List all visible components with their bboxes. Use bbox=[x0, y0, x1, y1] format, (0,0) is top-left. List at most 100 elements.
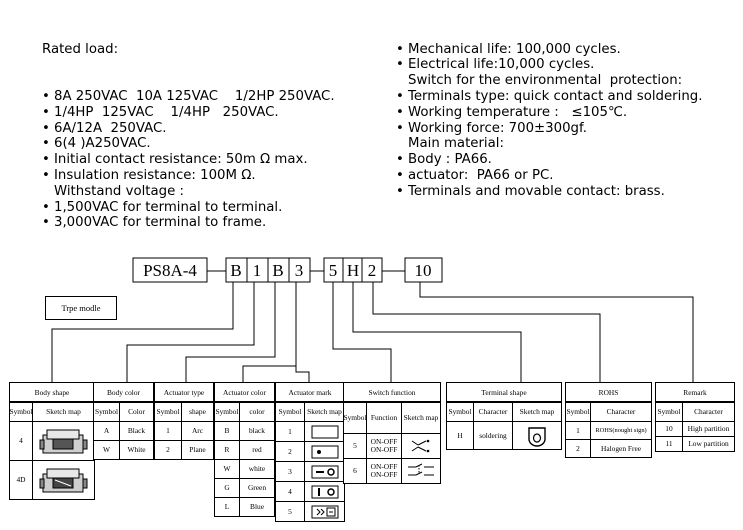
header-symbol: Symbol bbox=[156, 407, 180, 416]
spec-line: 3,000VAC for terminal to frame. bbox=[42, 215, 335, 231]
code-terminal-shape: 2 bbox=[368, 261, 377, 280]
symbol-cell: B bbox=[224, 426, 230, 435]
value-cell: High partition bbox=[682, 422, 734, 436]
table-row: W White bbox=[94, 440, 153, 459]
spec-line: 1/4HP 125VAC 1/4HP 250VAC. bbox=[42, 105, 335, 121]
symbol-cell: L bbox=[224, 502, 230, 511]
code-body-shape: B bbox=[230, 261, 241, 280]
table-row: 3 bbox=[276, 461, 344, 481]
symbol-cell: 4D bbox=[16, 475, 26, 484]
table-row: 4 bbox=[10, 421, 94, 460]
spec-right: Mechanical life: 100,000 cycles.Electric… bbox=[396, 10, 702, 199]
function-cell: ON-OFF ON-OFF bbox=[366, 434, 401, 458]
table-title: Body shape bbox=[10, 383, 94, 402]
code-box-function-group bbox=[323, 257, 383, 283]
spec-line: Body : PA66. bbox=[396, 152, 702, 168]
table-row: 5 bbox=[276, 501, 344, 521]
spec-left: Rated load: 8A 250VAC 10A 125VAC 1/2HP 2… bbox=[42, 10, 335, 231]
character-cell: soldering bbox=[473, 422, 512, 449]
table-rohs: ROHS Symbol Character 1 ROHS(nought sign… bbox=[565, 382, 652, 458]
spec-line: Electrical life:10,000 cycles. bbox=[396, 57, 702, 73]
solder-terminal-icon bbox=[512, 422, 561, 449]
table-row: 1 ROHS(nought sign) bbox=[566, 421, 651, 439]
spec-line: 6A/12A 250VAC. bbox=[42, 121, 335, 137]
header-character: Character bbox=[590, 403, 651, 421]
symbol-cell: H bbox=[457, 430, 463, 440]
symbol-cell: 1 bbox=[166, 426, 170, 435]
dot-mark-icon bbox=[304, 442, 344, 461]
code-model: PS8A-4 bbox=[143, 261, 197, 280]
code-actuator-color: 3 bbox=[295, 261, 304, 280]
header-sketch-map: Sketch map bbox=[512, 403, 561, 421]
table-row: 6 ON-OFF ON-OFF bbox=[344, 458, 440, 483]
header-symbol: Symbol bbox=[566, 407, 590, 416]
table-row: W white bbox=[215, 459, 274, 478]
code-box-model bbox=[132, 257, 208, 283]
symbol-cell: 1 bbox=[576, 425, 580, 435]
spec-line: Main material: bbox=[408, 136, 504, 152]
table-row: 11 Low partition bbox=[656, 436, 734, 451]
blank-mark-icon bbox=[304, 422, 344, 441]
dpdt-switch-icon bbox=[401, 459, 440, 483]
symbol-cell: 2 bbox=[166, 445, 170, 454]
table-row: 2 Halogen Free bbox=[566, 439, 651, 457]
symbol-cell: 11 bbox=[665, 439, 673, 448]
leader-lines bbox=[51, 270, 694, 382]
header-sketch-map: Sketch map bbox=[32, 403, 94, 421]
symbol-cell: 3 bbox=[288, 466, 292, 476]
table-title: Terminal shape bbox=[447, 383, 561, 402]
header-sketch-map: Sketch map bbox=[401, 403, 440, 433]
value-cell: black bbox=[239, 422, 274, 440]
symbol-cell: G bbox=[224, 483, 230, 492]
code-actuator-mark: 5 bbox=[329, 261, 338, 280]
order-code: PS8A-4 B 1 B 3 5 H 2 10 bbox=[132, 257, 443, 283]
table-row: 2 bbox=[276, 441, 344, 461]
table-title: Remark bbox=[656, 383, 734, 402]
value-cell: Low partition bbox=[682, 437, 734, 451]
header-function: Function bbox=[366, 403, 401, 433]
header-symbol: Symbol bbox=[448, 407, 472, 416]
spec-line: Switch for the environmental protection: bbox=[408, 73, 683, 89]
code-body-color: 1 bbox=[253, 261, 262, 280]
code-actuator-type: B bbox=[272, 261, 283, 280]
spec-line: 1,500VAC for terminal to terminal. bbox=[42, 200, 335, 216]
symbol-cell: 2 bbox=[288, 446, 292, 456]
table-row: A Black bbox=[94, 421, 153, 440]
header-character: Character bbox=[682, 403, 734, 421]
table-title: Switch function bbox=[344, 383, 440, 402]
table-row: 4D bbox=[10, 460, 94, 499]
table-actuator-type: Actuator type Symbol shape 1 Arc 2 Plane bbox=[154, 382, 214, 460]
table-actuator-color: Actuator color Symbol color B black R re… bbox=[214, 382, 275, 517]
header-symbol: Symbol bbox=[215, 407, 239, 416]
spec-heading: Rated load: bbox=[42, 41, 119, 57]
table-row: R red bbox=[215, 440, 274, 459]
value-cell: Halogen Free bbox=[590, 440, 651, 457]
value-cell: red bbox=[239, 441, 274, 459]
table-row: L Blue bbox=[215, 497, 274, 516]
header-symbol: Symbol bbox=[95, 407, 118, 416]
symbol-cell: 4 bbox=[288, 486, 292, 496]
table-row: 5 ON-OFF ON-OFF bbox=[344, 433, 440, 458]
spec-line: 8A 250VAC 10A 125VAC 1/2HP 250VAC. bbox=[42, 89, 335, 105]
table-row: H soldering bbox=[447, 421, 561, 449]
symbol-cell: 2 bbox=[576, 443, 580, 453]
table-remark: Remark Symbol Character 10 High partitio… bbox=[655, 382, 735, 452]
table-body-color: Body color Symbol Color A Black W White bbox=[93, 382, 154, 460]
spec-line: Withstand voltage : bbox=[54, 183, 184, 199]
header-symbol: Symbol bbox=[657, 407, 681, 416]
value-cell: Plane bbox=[181, 441, 213, 459]
table-title: Actuator mark bbox=[276, 383, 344, 402]
header-shape: shape bbox=[181, 403, 213, 421]
table-row: 1 Arc bbox=[155, 421, 213, 440]
value-cell: ROHS(nought sign) bbox=[590, 422, 651, 439]
header-symbol: Symbol bbox=[344, 413, 366, 422]
symbol-mark-icon bbox=[304, 502, 344, 521]
symbol-cell: 4 bbox=[19, 436, 23, 445]
code-rohs: 10 bbox=[415, 261, 432, 280]
line-circle-mark-icon bbox=[304, 462, 344, 481]
function-cell: ON-OFF ON-OFF bbox=[366, 459, 401, 483]
value-cell: White bbox=[119, 441, 153, 459]
spec-line: Insulation resistance: 100M Ω. bbox=[42, 168, 335, 184]
switch-body-4d-icon bbox=[32, 461, 94, 499]
